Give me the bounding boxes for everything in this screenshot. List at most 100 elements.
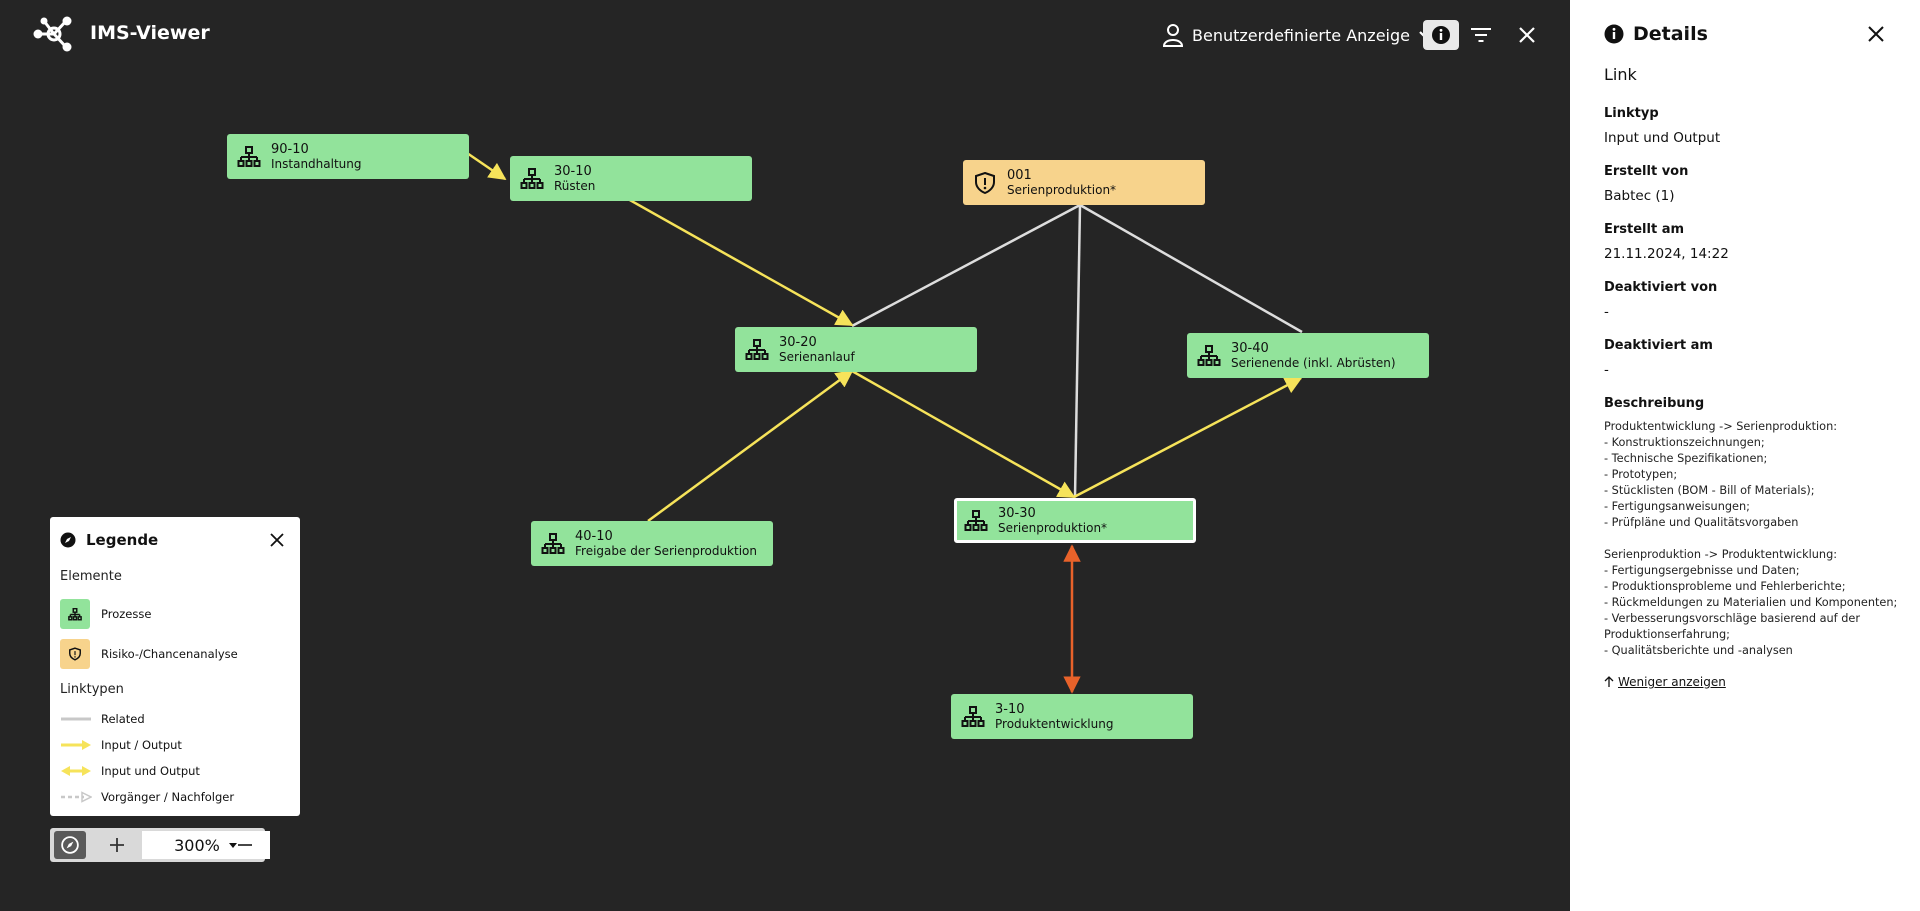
compass-icon	[60, 532, 76, 548]
dashed-arrow-sample	[61, 791, 92, 803]
info-button[interactable]	[1423, 20, 1459, 50]
close-icon	[1519, 27, 1535, 43]
link-related[interactable]	[851, 203, 1081, 328]
process-swatch	[60, 599, 90, 629]
process-icon	[520, 167, 544, 189]
description-line: Serienproduktion -> Produktentwicklung:	[1604, 548, 1838, 561]
link-input-output[interactable]	[466, 151, 507, 181]
zoom-in-button[interactable]	[100, 831, 134, 859]
node-name: Serienproduktion*	[1007, 182, 1117, 197]
legend-linktypes-title: Linktypen	[60, 682, 124, 697]
link-layer	[466, 151, 1303, 694]
legend-item-process: Prozesse	[60, 599, 151, 629]
process-icon	[68, 607, 82, 620]
node-name: Serienende (inkl. Abrüsten)	[1231, 355, 1396, 370]
link-related[interactable]	[1079, 203, 1303, 334]
legend-item-label: Risiko-/Chancenanalyse	[101, 647, 238, 661]
legend-item-label: Input und Output	[101, 764, 200, 778]
node-name: Serienanlauf	[779, 349, 855, 364]
field-label-deaktiviert-von: Deaktiviert von	[1604, 280, 1718, 295]
details-panel: Details Link Linktyp Input und Output Er…	[1570, 0, 1920, 911]
description-line: - Stücklisten (BOM - Bill of Materials);	[1604, 484, 1815, 497]
description-line: - Verbesserungsvorschläge basierend auf …	[1604, 612, 1860, 625]
description-line: - Rückmeldungen zu Materialien und Kompo…	[1604, 596, 1898, 609]
show-less-link[interactable]: Weniger anzeigen	[1604, 675, 1726, 689]
show-less-label: Weniger anzeigen	[1618, 675, 1726, 689]
app-logo-icon	[33, 16, 72, 52]
description-line: - Qualitätsberichte und -analysen	[1604, 644, 1793, 657]
legend-item-label: Input / Output	[101, 738, 182, 752]
field-value-deaktiviert-am: -	[1604, 362, 1609, 378]
legend-item-label: Vorgänger / Nachfolger	[101, 790, 235, 804]
field-label-erstellt-am: Erstellt am	[1604, 222, 1685, 237]
view-select-label: Benutzerdefinierte Anzeige	[1192, 25, 1410, 45]
zoom-controls: 300%	[50, 828, 270, 862]
zoom-level-select[interactable]: 300%	[142, 831, 270, 859]
process-icon	[237, 145, 261, 167]
field-label-erstellt-von: Erstellt von	[1604, 164, 1689, 179]
field-label-deaktiviert-am: Deaktiviert am	[1604, 338, 1713, 353]
process-icon	[964, 509, 988, 531]
legend-title: Legende	[86, 531, 159, 549]
legend-link-input-und-output: Input und Output	[60, 764, 200, 778]
minus-icon	[238, 844, 252, 846]
link-input-output[interactable]	[647, 369, 854, 523]
zoom-level-value: 300%	[174, 835, 220, 855]
description-line: - Fertigungsergebnisse und Daten;	[1604, 564, 1800, 577]
compass-icon	[61, 836, 79, 854]
legend-link-vorgaenger: Vorgänger / Nachfolger	[60, 790, 234, 804]
description-line: - Produktionsprobleme und Fehlerberichte…	[1604, 580, 1846, 593]
diagram-canvas[interactable]: IMS-Viewer Benutzerdefinierte Anzeige	[0, 0, 1570, 911]
legend-header: Legende	[60, 531, 158, 549]
node-name: Rüsten	[554, 178, 596, 193]
view-select[interactable]: Benutzerdefinierte Anzeige	[1162, 22, 1436, 48]
node-id: 30-20	[779, 334, 817, 350]
description-label: Beschreibung	[1604, 396, 1705, 411]
shield-icon	[69, 647, 81, 661]
field-label-linktyp: Linktyp	[1604, 106, 1659, 121]
caret-down-icon	[228, 843, 237, 848]
link-related[interactable]	[1073, 204, 1082, 498]
link-input-output[interactable]	[1073, 376, 1303, 499]
node-id: 90-10	[271, 141, 309, 157]
field-value-erstellt-von: Babtec (1)	[1604, 188, 1675, 204]
fit-view-button[interactable]	[54, 831, 86, 859]
arrow-right-sample	[61, 740, 91, 750]
node-id: 30-30	[998, 505, 1036, 521]
details-close-icon[interactable]	[1868, 26, 1884, 42]
plus-icon	[110, 838, 124, 852]
risk-swatch	[60, 639, 90, 669]
details-header: Details	[1604, 23, 1708, 45]
shield-icon	[975, 171, 995, 194]
close-viewer-button[interactable]	[1509, 20, 1545, 50]
node-name: Instandhaltung	[271, 156, 362, 171]
node-id: 30-40	[1231, 340, 1269, 356]
legend-close-icon[interactable]	[270, 533, 284, 547]
node-name: Serienproduktion*	[998, 520, 1108, 535]
details-title: Details	[1633, 23, 1708, 45]
description-line: Produktionserfahrung;	[1604, 628, 1730, 641]
zoom-out-button[interactable]	[228, 831, 262, 859]
field-value-deaktiviert-von: -	[1604, 304, 1609, 320]
legend-link-related: Related	[60, 712, 145, 726]
link-input-output[interactable]	[851, 369, 1076, 499]
filter-button[interactable]	[1463, 20, 1499, 50]
description-line: Produktentwicklung -> Serienproduktion:	[1604, 420, 1838, 433]
field-value-linktyp: Input und Output	[1604, 130, 1721, 146]
user-icon	[1162, 24, 1184, 47]
link-input-output[interactable]	[627, 197, 854, 327]
arrow-up-icon	[1604, 676, 1614, 687]
node-id: 3-10	[995, 701, 1025, 717]
legend-item-label: Related	[101, 712, 145, 726]
info-icon	[1604, 24, 1624, 44]
description-line	[1604, 531, 1914, 547]
related-line-sample	[61, 717, 91, 721]
